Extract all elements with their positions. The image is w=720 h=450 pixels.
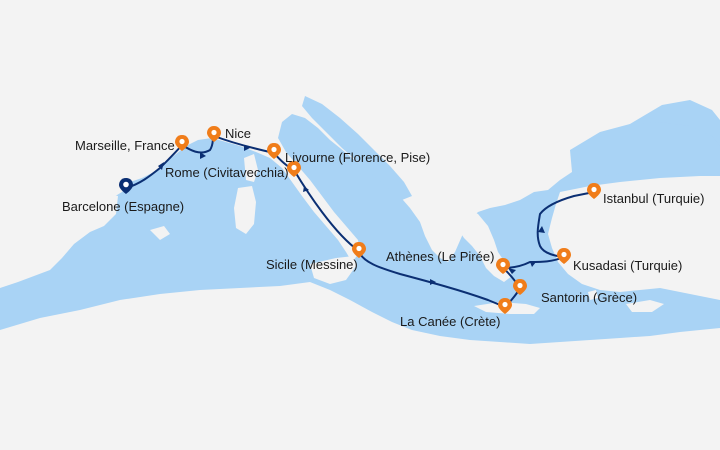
port-marker-sicile[interactable] bbox=[352, 242, 366, 258]
route-arrow bbox=[530, 262, 536, 267]
port-marker-la-canee[interactable] bbox=[498, 298, 512, 314]
adriatic-sea bbox=[302, 96, 412, 200]
port-label-livourne: Livourne (Florence, Pise) bbox=[285, 150, 431, 165]
port-label-athenes: Athènes (Le Pirée) bbox=[386, 249, 495, 264]
port-label-rome: Rome (Civitavecchia) bbox=[165, 165, 289, 180]
port-label-nice: Nice bbox=[225, 126, 252, 141]
land-greece bbox=[440, 200, 512, 282]
port-marker-marseille[interactable] bbox=[175, 135, 189, 151]
route-arrow bbox=[200, 152, 206, 159]
start-port-marker[interactable] bbox=[119, 178, 133, 194]
route-arrow bbox=[430, 279, 436, 285]
island-sicily bbox=[310, 256, 356, 284]
route-arrow bbox=[244, 145, 250, 151]
port-markers bbox=[175, 126, 601, 314]
route-arrow bbox=[303, 186, 309, 192]
port-label-sicile: Sicile (Messine) bbox=[266, 257, 358, 272]
port-marker-athenes[interactable] bbox=[496, 258, 510, 274]
island-balearic bbox=[150, 226, 170, 240]
port-marker-rome[interactable] bbox=[287, 161, 301, 177]
port-label-kusadasi: Kusadasi (Turquie) bbox=[573, 258, 683, 273]
port-label-la-canee: La Canée (Crète) bbox=[400, 314, 501, 329]
port-marker-istanbul[interactable] bbox=[587, 183, 601, 199]
port-label-marseille: Marseille, France bbox=[75, 138, 175, 153]
port-label-santorin: Santorin (Grèce) bbox=[541, 290, 638, 305]
port-marker-santorin[interactable] bbox=[513, 279, 527, 295]
island-corsica bbox=[244, 154, 258, 182]
black-sea bbox=[570, 122, 720, 180]
port-marker-kusadasi[interactable] bbox=[557, 248, 571, 264]
route-arrows bbox=[158, 145, 545, 285]
route-arrow bbox=[538, 226, 545, 233]
port-marker-nice[interactable] bbox=[207, 126, 221, 142]
island-rhodes bbox=[588, 290, 598, 300]
port-label-barcelone: Barcelone (Espagne) bbox=[62, 199, 185, 214]
route-arrow bbox=[158, 162, 164, 170]
land-africa bbox=[0, 282, 720, 450]
port-marker-livourne[interactable] bbox=[267, 143, 281, 159]
land-iberia bbox=[0, 192, 118, 288]
island-cyprus bbox=[626, 300, 664, 312]
route-arrow bbox=[508, 268, 516, 274]
land-turkey bbox=[548, 176, 720, 300]
port-label-istanbul: Istanbul (Turquie) bbox=[603, 191, 705, 206]
island-sardinia bbox=[234, 186, 256, 234]
land-europe bbox=[0, 0, 720, 262]
